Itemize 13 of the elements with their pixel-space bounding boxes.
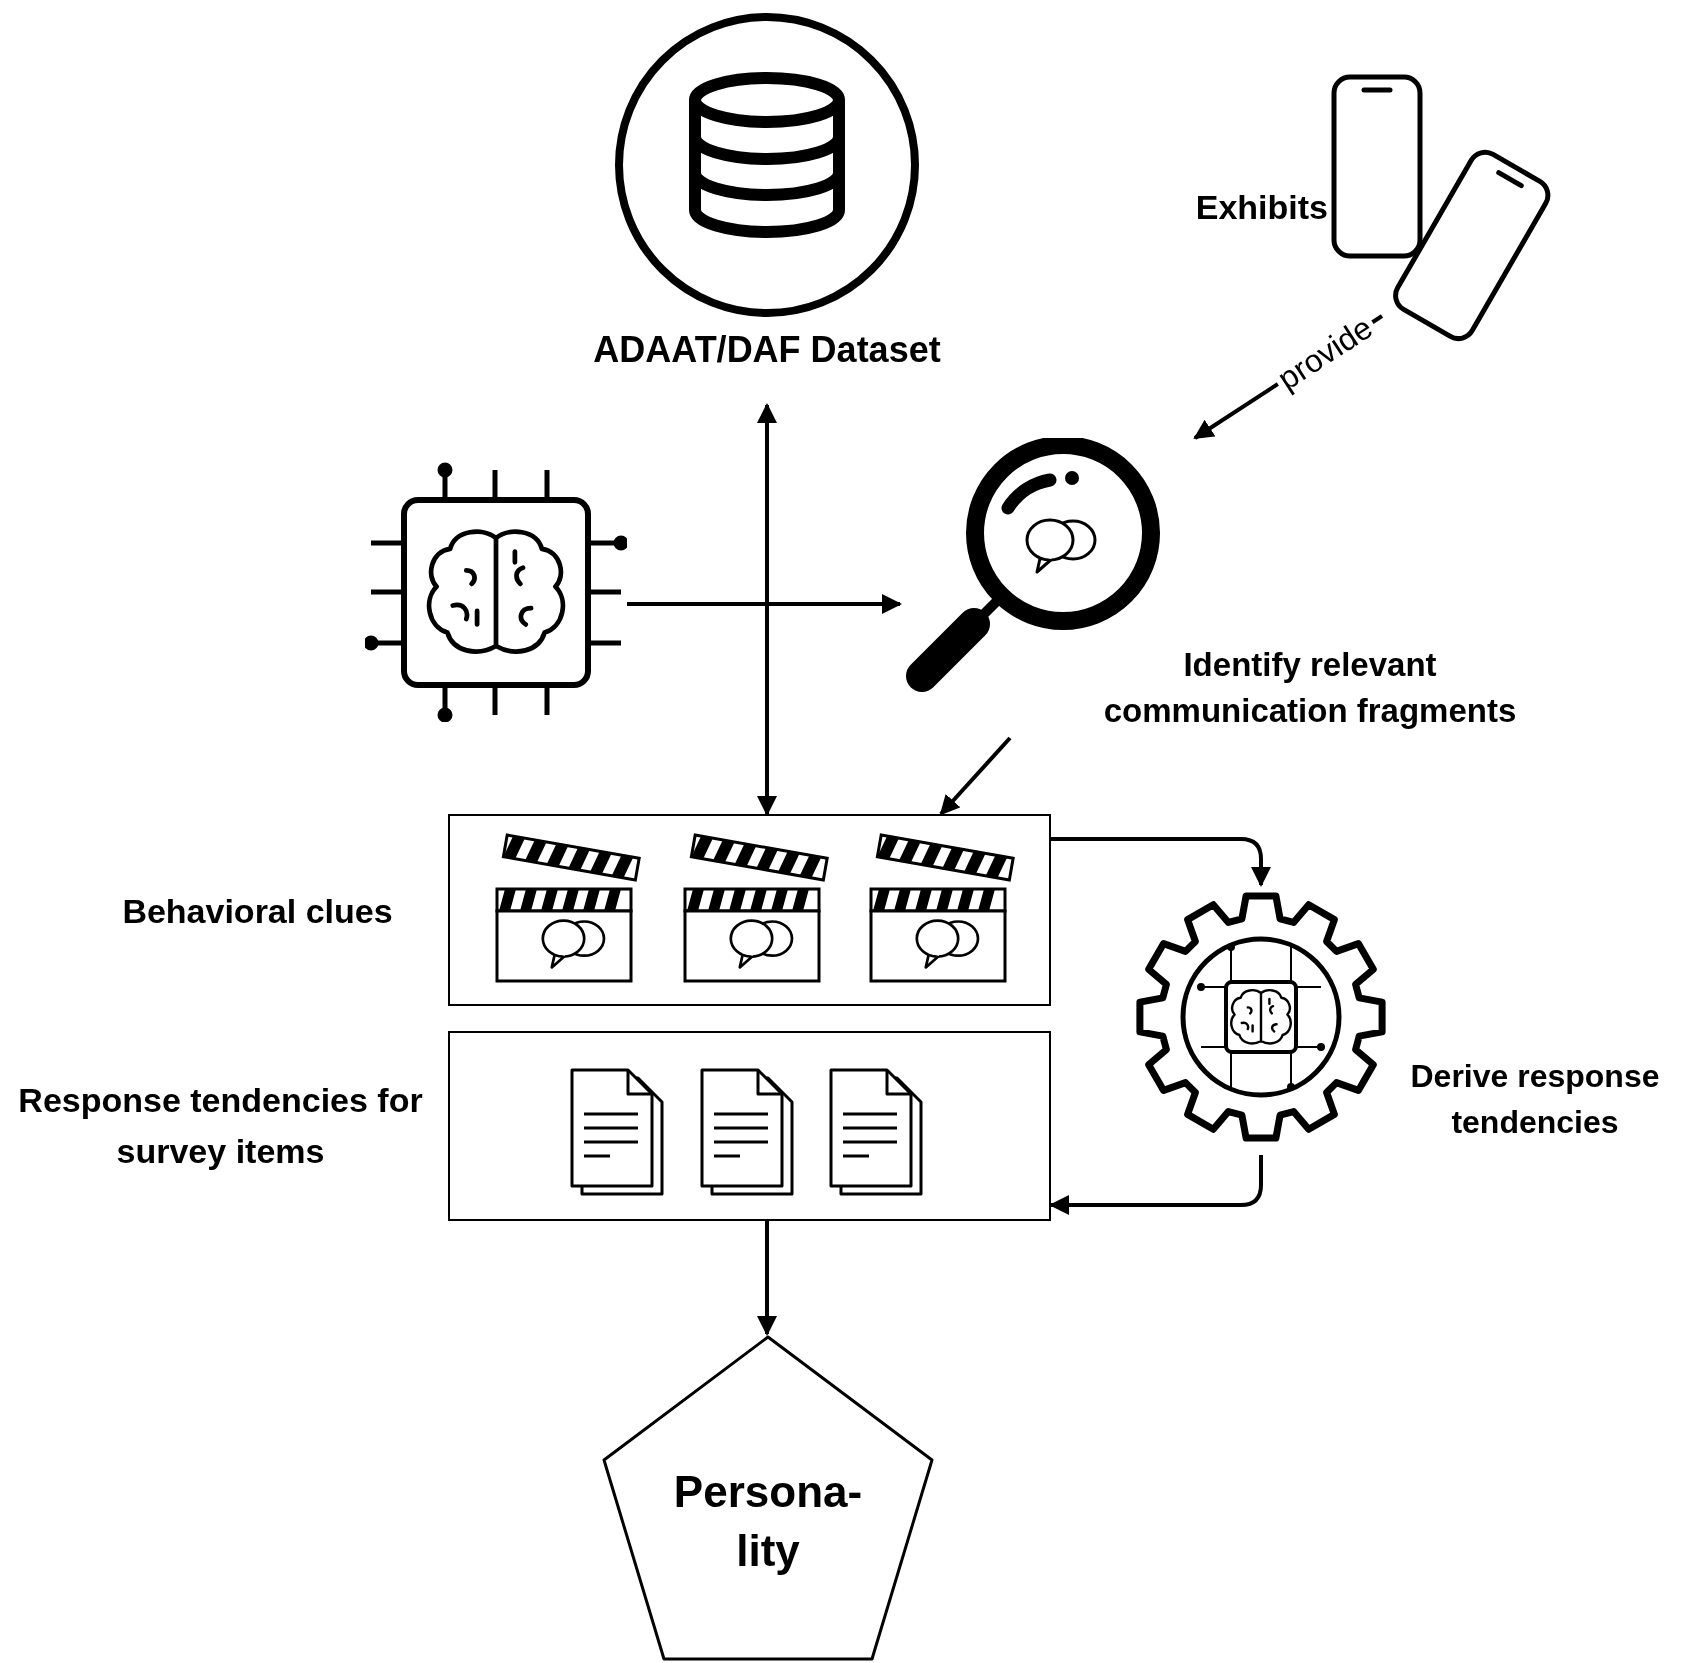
arrow — [939, 736, 1012, 816]
arrow — [627, 594, 902, 614]
dataset-label: ADAAT/DAF Dataset — [592, 328, 942, 372]
step-label: Identify relevant communication fragments — [1102, 645, 1518, 732]
panel-label: Behavioral clues — [121, 891, 394, 932]
ai-chip-icon — [365, 462, 627, 722]
arrow — [1051, 837, 1271, 887]
panel-label: Response tendencies for survey items — [18, 1080, 423, 1172]
arrow — [757, 403, 777, 816]
exhibits-label: Exhibits — [1194, 187, 1328, 228]
step-label: Derive response tendencies — [1409, 1057, 1661, 1143]
arrow — [757, 1221, 777, 1336]
pentagon-label: Persona-lity — [672, 1466, 864, 1578]
